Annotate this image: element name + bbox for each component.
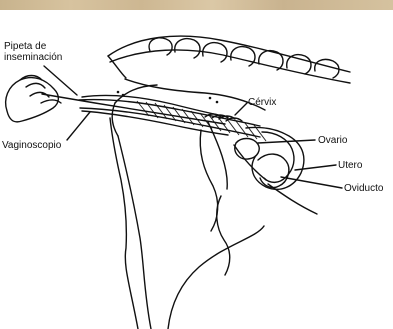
vertebra-1 (149, 38, 172, 55)
tail-line (110, 118, 138, 329)
finger-3 (30, 92, 49, 97)
nose-dot-2 (122, 94, 125, 97)
ovary-shape (235, 139, 259, 160)
uterine-horn-inner (262, 132, 294, 182)
perineal-curve (112, 103, 118, 136)
spine-lower (110, 50, 350, 83)
oviduct-tail (268, 184, 317, 214)
uterus-label: Utero (338, 160, 362, 171)
vaginoscope-pointer (67, 112, 90, 140)
oviduct-label: Oviducto (344, 183, 383, 194)
nose-dot-3 (209, 97, 212, 100)
finger-2 (26, 83, 45, 88)
uterine-vessels (200, 130, 217, 231)
vertebra-4 (231, 47, 255, 66)
cervix-label: Cérvix (248, 97, 276, 108)
pipette-label: Pipeta de inseminación (4, 41, 84, 63)
vertebra-2 (175, 39, 200, 58)
nose-dot-4 (216, 101, 219, 104)
broad-ligament (234, 145, 266, 180)
vertebra-5 (259, 51, 283, 70)
oviduct-pointer (281, 177, 342, 188)
leg-back (118, 136, 151, 329)
pipette-pointer (44, 66, 77, 95)
ovary-label: Ovario (318, 135, 347, 146)
uterus-pointer (295, 165, 336, 170)
spine-outline (108, 36, 350, 72)
vaginoscope-label: Vaginoscopio (2, 140, 61, 151)
nose-dot-1 (117, 91, 120, 94)
cervix-pointer (235, 103, 247, 115)
hind-leg-front (168, 226, 264, 329)
udder-line (217, 196, 230, 275)
